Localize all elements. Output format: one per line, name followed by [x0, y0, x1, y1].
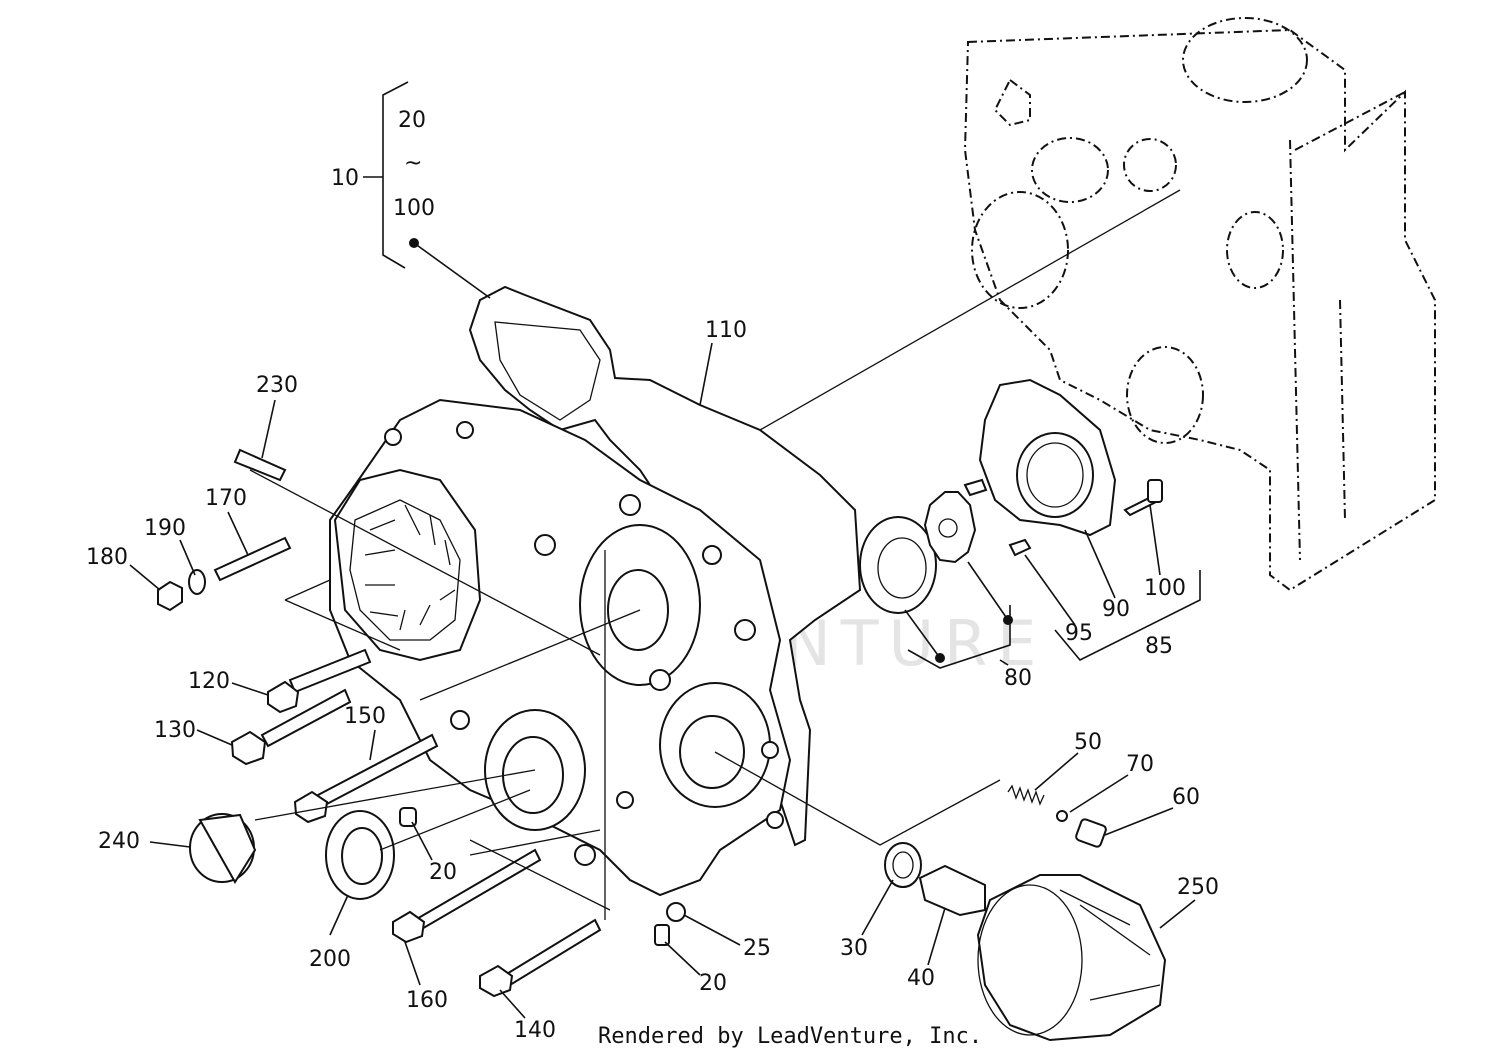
bolt-120: [267, 648, 372, 714]
label-240: 240: [98, 829, 140, 854]
label-70: 70: [1126, 752, 1154, 777]
label-180: 180: [86, 545, 128, 570]
label-100-top: 100: [393, 196, 435, 221]
label-10: 10: [331, 166, 359, 191]
leader-lines: [129, 81, 1201, 1019]
pin-95: [1008, 538, 1032, 557]
pin-upper: [963, 478, 988, 497]
oil-filter-250: [976, 874, 1167, 1042]
label-20-a: 20: [429, 860, 457, 885]
outer-rotor: [859, 516, 937, 614]
label-170: 170: [205, 486, 247, 511]
label-90: 90: [1102, 597, 1130, 622]
label-30: 30: [840, 936, 868, 961]
stud-170: [213, 536, 292, 582]
spring-50: [1007, 784, 1045, 806]
label-40: 40: [907, 966, 935, 991]
stud-230: [233, 448, 287, 482]
label-230: 230: [256, 373, 298, 398]
switch-40: [918, 864, 986, 917]
callout-labels: 20 ~ 10 100 110 230 170 190 180 120 130 …: [86, 108, 1219, 1043]
label-250: 250: [1177, 875, 1219, 900]
label-80: 80: [1004, 666, 1032, 691]
label-50: 50: [1074, 730, 1102, 755]
label-110: 110: [705, 318, 747, 343]
label-160: 160: [406, 988, 448, 1013]
label-200: 200: [309, 947, 351, 972]
bolt-130: [230, 688, 352, 766]
gasket-30: [884, 842, 922, 888]
label-150: 150: [344, 704, 386, 729]
label-95: 95: [1065, 621, 1093, 646]
ball-70: [1056, 810, 1068, 822]
label-140: 140: [514, 1018, 556, 1043]
oil-seal-200: [325, 810, 395, 900]
label-25: 25: [743, 936, 771, 961]
plug-20: [399, 807, 417, 827]
label-85: 85: [1145, 634, 1173, 659]
label-60: 60: [1172, 785, 1200, 810]
inner-rotor: [923, 491, 977, 564]
label-range-symbol: ~: [404, 151, 422, 176]
washer-190: [188, 569, 206, 595]
engine-block: [963, 17, 1436, 592]
footer-credit: Rendered by LeadVenture, Inc.: [598, 1024, 983, 1049]
label-190: 190: [144, 516, 186, 541]
nut-180: [157, 580, 183, 612]
bolt-150: [293, 733, 439, 824]
label-100: 100: [1144, 576, 1186, 601]
bolt-140: [479, 918, 602, 998]
bolt-160: [392, 848, 542, 944]
gear-case-body: [329, 398, 792, 897]
plug-240: [189, 813, 257, 884]
oil-pump-housing-90: [978, 378, 1117, 537]
plug-20-lower: [654, 924, 670, 946]
plug-60: [1075, 818, 1107, 848]
bolt-100: [1123, 479, 1163, 517]
label-130: 130: [154, 718, 196, 743]
label-20-b: 20: [699, 971, 727, 996]
label-20-top: 20: [398, 108, 426, 133]
label-120: 120: [188, 669, 230, 694]
plug-25: [666, 902, 686, 922]
